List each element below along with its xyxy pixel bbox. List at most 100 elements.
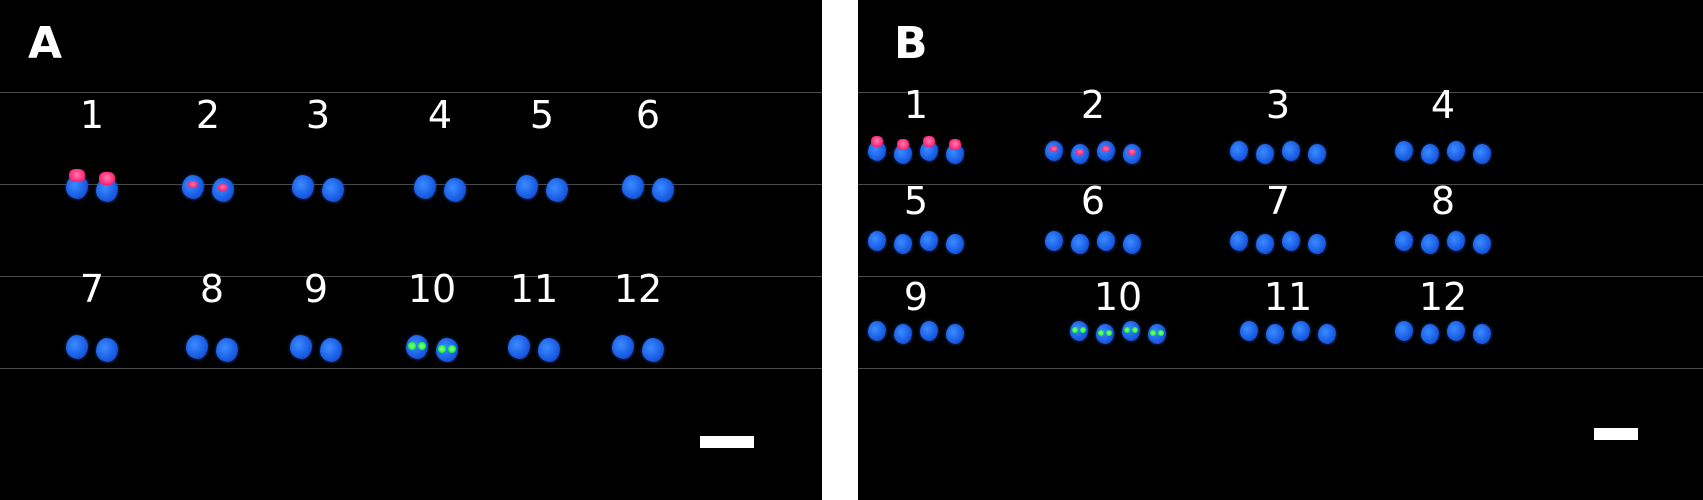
- chromosome: [1282, 141, 1300, 161]
- chromosome: [1071, 234, 1089, 254]
- chromosome: [1447, 231, 1465, 251]
- chromosome-number-label: 8: [1430, 179, 1456, 223]
- divider-line: [0, 368, 822, 369]
- chromosome: [96, 338, 118, 362]
- chromosome: [436, 338, 458, 362]
- chromosome-number-label: 7: [79, 267, 105, 311]
- chromosome: [1230, 141, 1248, 161]
- chromosome-number-label: 4: [1430, 83, 1456, 127]
- chromosome: [508, 335, 530, 359]
- chromosome: [642, 338, 664, 362]
- divider-line: [858, 92, 1703, 93]
- chromosome: [652, 178, 674, 202]
- chromosome: [1473, 234, 1491, 254]
- chromosome: [1256, 144, 1274, 164]
- chromosome: [1308, 144, 1326, 164]
- chromosome: [546, 178, 568, 202]
- chromosome-number-label: 2: [1080, 83, 1106, 127]
- chromosome: [66, 335, 88, 359]
- chromosome: [868, 231, 886, 251]
- chromosome-number-label: 5: [529, 93, 555, 137]
- red-fish-signal: [870, 136, 884, 148]
- chromosome: [1266, 324, 1284, 344]
- chromosome: [1395, 231, 1413, 251]
- chromosome-number-label: 9: [303, 267, 329, 311]
- chromosome-number-label: 1: [79, 93, 105, 137]
- scale-bar: [700, 436, 754, 448]
- chromosome: [1292, 321, 1310, 341]
- chromosome: [946, 234, 964, 254]
- chromosome: [406, 335, 428, 359]
- chromosome: [1123, 234, 1141, 254]
- chromosome-number-label: 11: [509, 267, 559, 311]
- chromosome: [1473, 324, 1491, 344]
- panel-label: B: [894, 18, 928, 69]
- chromosome: [1308, 234, 1326, 254]
- chromosome: [1473, 144, 1491, 164]
- chromosome-number-label: 9: [903, 275, 929, 319]
- chromosome-number-label: 6: [635, 93, 661, 137]
- chromosome: [322, 178, 344, 202]
- chromosome-number-label: 6: [1080, 179, 1106, 223]
- red-fish-signal: [1127, 149, 1137, 155]
- green-fish-signal: [1105, 329, 1113, 337]
- chromosome: [1122, 321, 1140, 341]
- green-fish-signal: [1131, 326, 1139, 334]
- chromosome: [516, 175, 538, 199]
- green-fish-signal: [1071, 326, 1079, 334]
- chromosome-number-label: 4: [427, 93, 453, 137]
- red-fish-signal: [99, 172, 115, 186]
- chromosome: [1045, 231, 1063, 251]
- chromosome-number-label: 8: [199, 267, 225, 311]
- chromosome: [868, 321, 886, 341]
- chromosome: [216, 338, 238, 362]
- chromosome-number-label: 12: [1418, 275, 1468, 319]
- green-fish-signal: [1079, 326, 1087, 334]
- green-fish-signal: [438, 344, 447, 353]
- chromosome: [1148, 324, 1166, 344]
- chromosome: [1256, 234, 1274, 254]
- red-fish-signal: [1101, 146, 1111, 152]
- divider-line: [0, 92, 822, 93]
- chromosome: [1447, 321, 1465, 341]
- divider-line: [0, 184, 822, 185]
- chromosome-number-label: 7: [1265, 179, 1291, 223]
- red-fish-signal: [69, 169, 85, 183]
- chromosome: [1097, 231, 1115, 251]
- chromosome: [920, 231, 938, 251]
- divider-line: [858, 184, 1703, 185]
- red-fish-signal: [188, 181, 198, 189]
- chromosome: [1421, 144, 1439, 164]
- red-fish-signal: [1049, 146, 1059, 152]
- red-fish-signal: [948, 139, 962, 151]
- chromosome: [920, 321, 938, 341]
- chromosome: [414, 175, 436, 199]
- green-fish-signal: [1097, 329, 1105, 337]
- chromosome: [290, 335, 312, 359]
- chromosome: [1282, 231, 1300, 251]
- green-fish-signal: [1123, 326, 1131, 334]
- chromosome: [1240, 321, 1258, 341]
- chromosome: [894, 324, 912, 344]
- green-fish-signal: [1149, 329, 1157, 337]
- divider-line: [858, 368, 1703, 369]
- chromosome: [612, 335, 634, 359]
- green-fish-signal: [408, 341, 417, 350]
- green-fish-signal: [447, 344, 456, 353]
- chromosome: [1096, 324, 1114, 344]
- chromosome: [1421, 234, 1439, 254]
- chromosome: [292, 175, 314, 199]
- red-fish-signal: [896, 139, 910, 151]
- chromosome: [894, 234, 912, 254]
- red-fish-signal: [1075, 149, 1085, 155]
- chromosome: [1395, 141, 1413, 161]
- chromosome-number-label: 3: [1265, 83, 1291, 127]
- chromosome: [538, 338, 560, 362]
- chromosome: [946, 324, 964, 344]
- chromosome-number-label: 1: [903, 83, 929, 127]
- chromosome: [320, 338, 342, 362]
- chromosome: [1447, 141, 1465, 161]
- red-fish-signal: [218, 184, 228, 192]
- chromosome: [1421, 324, 1439, 344]
